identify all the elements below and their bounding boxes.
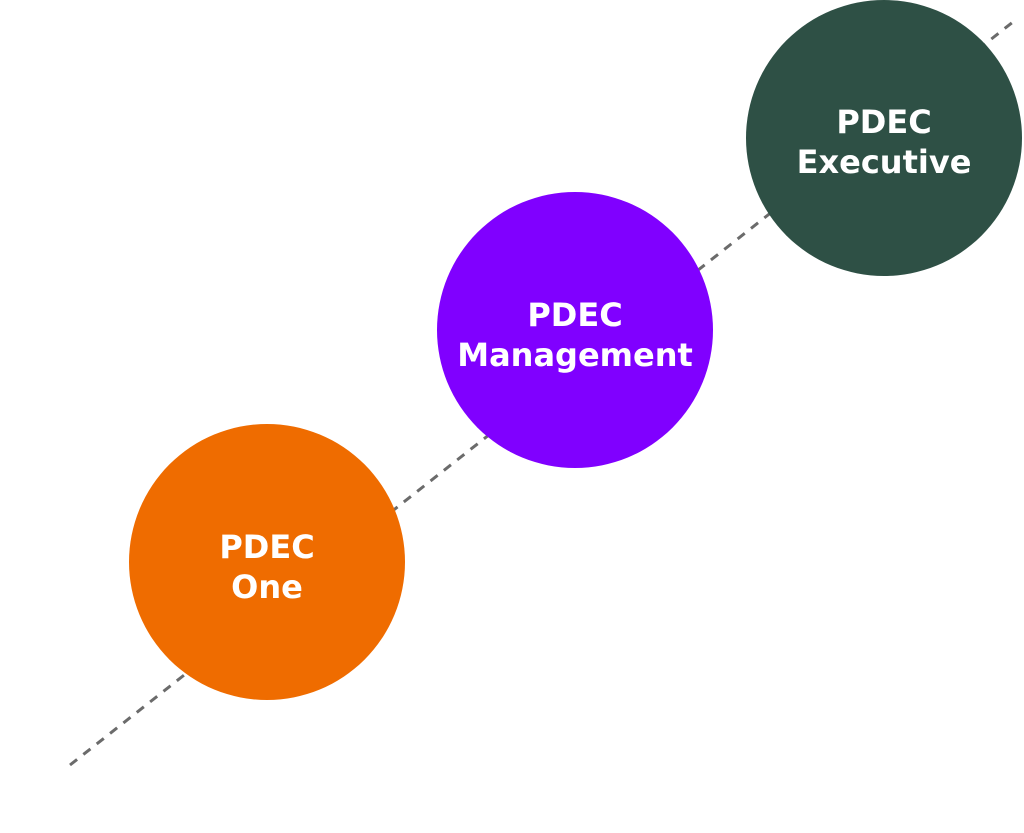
level-pdec-executive: PDEC Executive (746, 0, 1022, 276)
level-label-line1: PDEC (836, 103, 931, 141)
level-label-line2: Management (457, 336, 693, 374)
level-circle-pdec-one (129, 424, 405, 700)
level-circle-pdec-management (437, 192, 713, 468)
level-label-line1: PDEC (527, 296, 622, 334)
level-label-line2: One (231, 568, 303, 606)
level-label-line2: Executive (797, 143, 972, 181)
level-label-line1: PDEC (219, 528, 314, 566)
level-pdec-management: PDEC Management (437, 192, 713, 468)
level-pdec-one: PDEC One (129, 424, 405, 700)
level-circle-pdec-executive (746, 0, 1022, 276)
